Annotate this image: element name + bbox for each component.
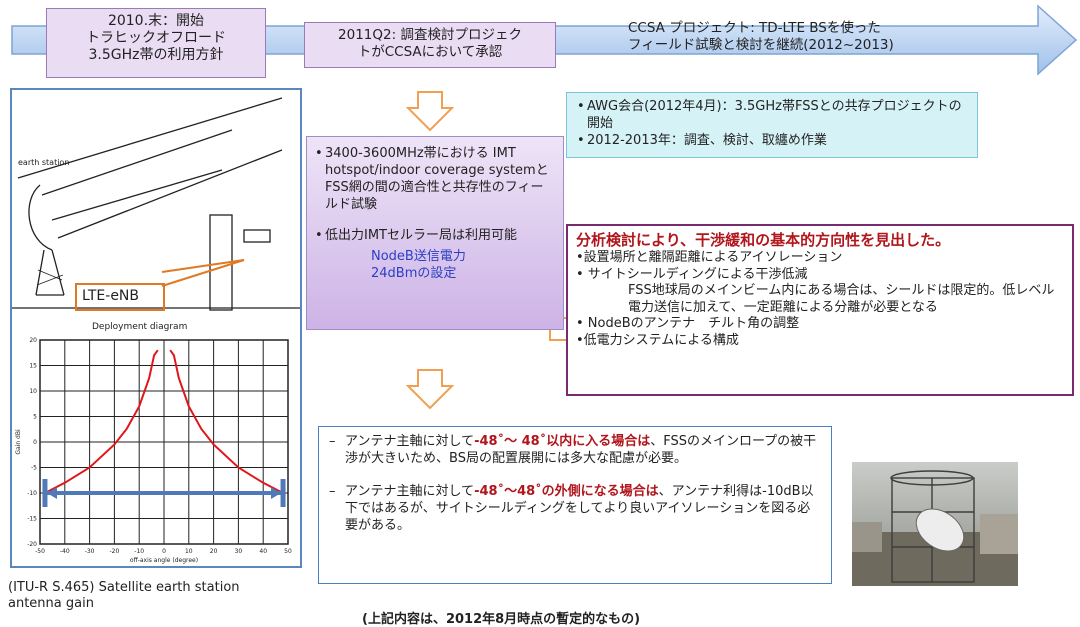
x-tick-label: 30: [235, 548, 243, 555]
y-tick-label: 20: [29, 337, 37, 344]
list-item: 3400-3600MHz帯における IMT hotspot/indoor cov…: [315, 145, 555, 213]
note-outside-bold: -48˚～48˚の外側になる場合は: [474, 484, 659, 499]
note-item-outside: – アンテナ主軸に対して-48˚～48˚の外側になる場合は、アンテナ利得は-10…: [329, 484, 814, 533]
deployment-diagram: [12, 97, 300, 311]
field-study-block: 3400-3600MHz帯における IMT hotspot/indoor cov…: [306, 136, 564, 330]
result-title: 分析検討により、干渉緩和の基本的方向性を見出した。: [576, 231, 951, 249]
result-line-shielding-detail: FSS地球局のメインビーム内にある場合は、シールドは限定的。低レベル電力送信に加…: [628, 283, 1055, 315]
y-tick-label: 10: [29, 388, 37, 395]
timeline-stage-start-text: 2010.末：開始 トラヒックオフロード 3.5GHz帯の利用方針: [86, 13, 226, 63]
x-tick-label: -10: [134, 548, 144, 555]
note-inside-prefix: アンテナ主軸に対して: [345, 434, 475, 449]
timeline-stage-approval-text: 2011Q2: 調査検討プロジェク トがCCSAにおいて承認: [338, 27, 522, 60]
field-study-list: 3400-3600MHz帯における IMT hotspot/indoor cov…: [315, 145, 555, 244]
footer-note: (上記内容は、2012年8月時点の暫定的なもの): [362, 612, 641, 627]
note-inside-bold: -48˚～ 48˚以内に入る場合は: [474, 434, 651, 449]
gain-curve-line: [169, 349, 284, 494]
x-tick-label: 0: [162, 548, 166, 555]
y-tick-label: -20: [27, 541, 37, 548]
result-line-lowpower: •低電力システムによる構成: [576, 332, 739, 348]
down-arrow-icon: [406, 91, 454, 132]
x-tick-label: -40: [60, 548, 70, 555]
y-tick-label: 5: [33, 414, 37, 421]
list-item: 低出力IMTセルラー局は利用可能: [315, 227, 555, 244]
y-tick-label: 15: [29, 363, 37, 370]
y-tick-label: -15: [27, 516, 37, 523]
lte-enb-label: LTE-eNB: [82, 288, 140, 304]
y-tick-label: 0: [33, 439, 37, 446]
result-line-tilt: • NodeBのアンテナ チルト角の調整: [576, 316, 800, 331]
x-tick-label: -30: [85, 548, 95, 555]
y-axis-label: Gain dBi: [15, 429, 22, 455]
nodeb-power-line1: NodeB送信電力: [371, 249, 466, 264]
notes-block: – アンテナ主軸に対して-48˚～ 48˚以内に入る場合は、FSSのメインロープ…: [318, 426, 832, 584]
nodeb-power-line2: 24dBmの設定: [371, 266, 457, 281]
x-axis-label: off-axis angle (degree): [130, 557, 198, 564]
x-tick-label: 10: [185, 548, 193, 555]
result-line-isolation: •設置場所と離隔距離によるアイソレーション: [576, 250, 843, 265]
list-item: AWG会合(2012年4月)：3.5GHz帯FSSとの共存プロジェクトの開始: [577, 98, 967, 132]
y-tick-label: -10: [27, 490, 37, 497]
timeline-stage-project: CCSA プロジェクト: TD-LTE BSを使った フィールド試験と検討を継続…: [628, 20, 988, 66]
awg-list: AWG会合(2012年4月)：3.5GHz帯FSSとの共存プロジェクトの開始 2…: [577, 98, 967, 149]
timeline-stage-approval: 2011Q2: 調査検討プロジェク トがCCSAにおいて承認: [304, 22, 556, 68]
awg-block: AWG会合(2012年4月)：3.5GHz帯FSSとの共存プロジェクトの開始 2…: [566, 92, 978, 158]
result-line-shielding: • サイトシールディングによる干渉低減: [576, 266, 808, 282]
x-tick-label: -50: [35, 548, 45, 555]
note-inside-suffix: 、FSSのメインロープの被干渉が大きいため、BS局の配置展開には多大な配慮が必要…: [345, 434, 817, 466]
timeline-stage-start: 2010.末：開始 トラヒックオフロード 3.5GHz帯の利用方針: [46, 8, 266, 78]
x-tick-label: -20: [109, 548, 119, 555]
x-tick-label: 20: [210, 548, 218, 555]
earth-station-label: earth station: [18, 158, 70, 167]
y-tick-label: -5: [31, 465, 37, 472]
note-item-inside: – アンテナ主軸に対して-48˚～ 48˚以内に入る場合は、FSSのメインロープ…: [329, 434, 817, 466]
analysis-result-block: 分析検討により、干渉緩和の基本的方向性を見出した。 •設置場所と離隔距離によるア…: [566, 224, 1074, 396]
deployment-figure: earth station LTE-eNB Deployment diagram…: [10, 88, 302, 568]
x-tick-label: 50: [284, 548, 292, 555]
gain-curve-line: [44, 349, 159, 494]
deployment-title: Deployment diagram: [92, 322, 188, 332]
range-arrow-head: [271, 487, 282, 499]
figure-caption: (ITU-R S.465) Satellite earth station an…: [8, 580, 240, 611]
note-outside-suffix: 、アンテナ利得は-10dB以下ではあるが、サイトシールディングをしてより良いアイ…: [345, 484, 814, 533]
range-arrow-head: [46, 487, 57, 499]
note-outside-prefix: アンテナ主軸に対して: [345, 484, 475, 499]
x-tick-label: 40: [259, 548, 267, 555]
down-arrow-icon: [406, 369, 454, 410]
timeline-stage-project-text: CCSA プロジェクト: TD-LTE BSを使った フィールド試験と検討を継続…: [628, 20, 894, 53]
earth-station-photo: [852, 462, 1018, 586]
list-item: 2012-2013年：調査、検討、取纏め作業: [577, 132, 967, 149]
